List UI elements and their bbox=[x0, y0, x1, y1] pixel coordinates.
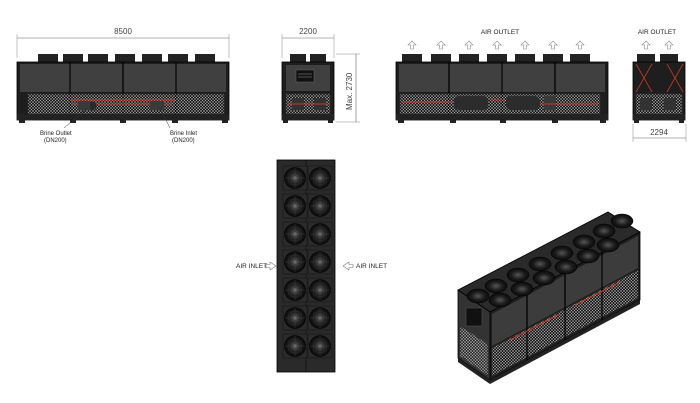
dimension-height: Max. 2730 bbox=[345, 72, 354, 110]
air-outlet-label: AIR OUTLET bbox=[481, 29, 519, 36]
air-inlet-left-label: AIR INLET bbox=[236, 263, 267, 270]
side-view: 2200 Max. 2730 bbox=[281, 27, 360, 123]
front-view-left: 8500 bbox=[16, 27, 230, 144]
air-outlet-label-right: AIR OUTLET bbox=[638, 29, 676, 36]
brine-outlet-size: (DN200) bbox=[44, 138, 67, 144]
rear-view: AIR OUTLET bbox=[395, 29, 609, 123]
end-view: AIR OUTLET 2294 bbox=[632, 29, 687, 142]
brine-outlet-label: Brine Outlet bbox=[40, 131, 72, 137]
iso-fans bbox=[466, 213, 634, 308]
dimension-length: 8500 bbox=[114, 27, 132, 36]
top-view: AIR INLET AIR INLET bbox=[236, 159, 387, 373]
dimension-width: 2200 bbox=[299, 27, 317, 36]
isometric-view bbox=[457, 211, 641, 384]
air-inlet-right-label: AIR INLET bbox=[356, 263, 387, 270]
dimension-width-right: 2294 bbox=[650, 128, 668, 137]
brine-inlet-label: Brine Inlet bbox=[170, 131, 197, 137]
brine-inlet-size: (DN200) bbox=[172, 138, 195, 144]
